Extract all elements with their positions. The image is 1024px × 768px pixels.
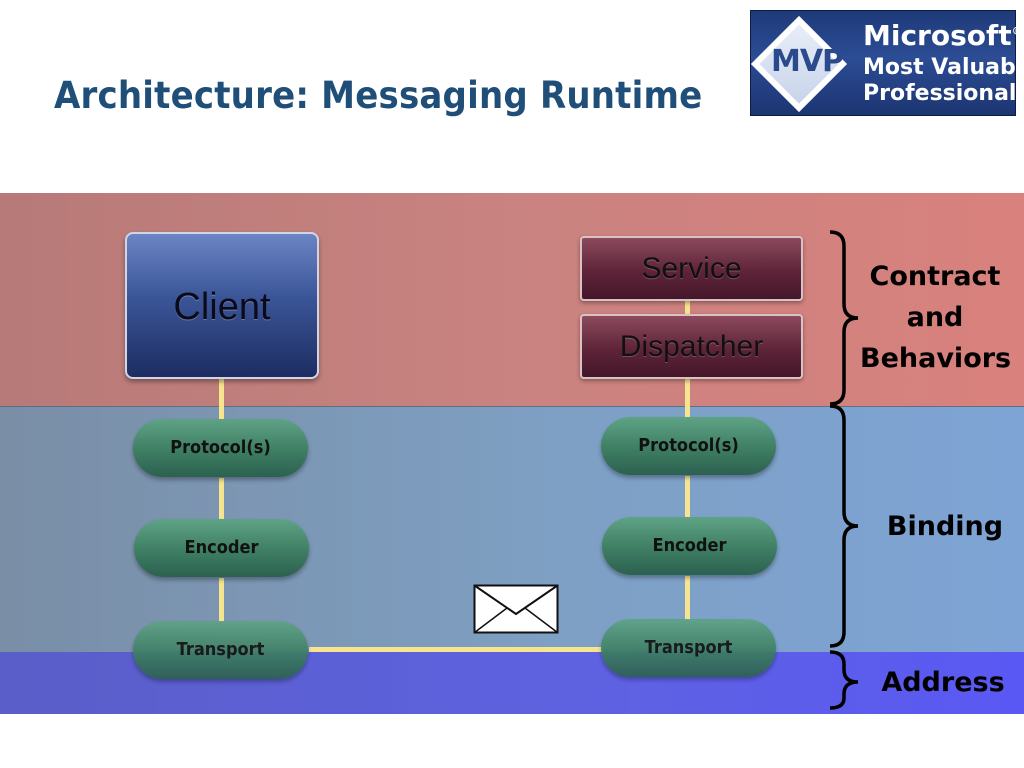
mvp-registered: ® (1011, 24, 1023, 38)
client-wire-1 (219, 375, 224, 419)
service-protocol-pill: Protocol(s) (601, 417, 776, 475)
mvp-badge: MVP Microsoft® Most Valuable Professiona… (750, 10, 1024, 116)
contract-line1: Contract (869, 261, 1001, 292)
binding-label: Binding (886, 511, 1004, 542)
mvp-line1-text: Microsoft (863, 19, 1012, 52)
service-transport-pill: Transport (601, 619, 776, 677)
service-encoder-pill: Encoder (602, 517, 777, 575)
envelope-icon (473, 584, 559, 634)
service-encoder-label: Encoder (652, 535, 727, 556)
service-protocol-label: Protocol(s) (638, 435, 739, 456)
service-wire-1 (685, 376, 690, 418)
client-protocol-label: Protocol(s) (170, 437, 271, 458)
contract-line3: Behaviors (860, 343, 1012, 374)
address-brace (829, 650, 859, 710)
slide-title: Architecture: Messaging Runtime (54, 74, 703, 117)
client-protocol-pill: Protocol(s) (133, 419, 308, 477)
address-label: Address (881, 667, 1005, 698)
dispatcher-box: Dispatcher (580, 314, 803, 379)
contract-line2: and (906, 302, 964, 333)
service-transport-label: Transport (644, 637, 733, 658)
service-box: Service (580, 236, 803, 301)
layer-braces (829, 230, 859, 710)
mvp-line2: Most Valuable (863, 55, 1024, 80)
service-wire-3 (685, 576, 690, 620)
service-wire-2 (685, 476, 690, 518)
client-encoder-label: Encoder (184, 537, 259, 558)
service-label: Service (641, 252, 742, 285)
client-wire-2 (219, 478, 224, 520)
mvp-line3: Professional (863, 81, 1017, 106)
client-transport-label: Transport (176, 639, 265, 660)
client-encoder-pill: Encoder (134, 519, 309, 577)
client-wire-3 (219, 578, 224, 622)
transport-link-wire (309, 647, 603, 652)
dispatcher-label: Dispatcher (619, 330, 764, 363)
contract-brace (829, 230, 859, 406)
binding-brace (829, 404, 859, 648)
client-transport-pill: Transport (133, 621, 308, 679)
mvp-line1: Microsoft® (863, 19, 1023, 52)
client-box: Client (125, 232, 319, 379)
mvp-mark: MVP (770, 44, 844, 79)
contract-behaviors-label: Contract and Behaviors (860, 256, 1012, 379)
service-wire-0 (685, 297, 690, 314)
client-label: Client (173, 286, 271, 328)
